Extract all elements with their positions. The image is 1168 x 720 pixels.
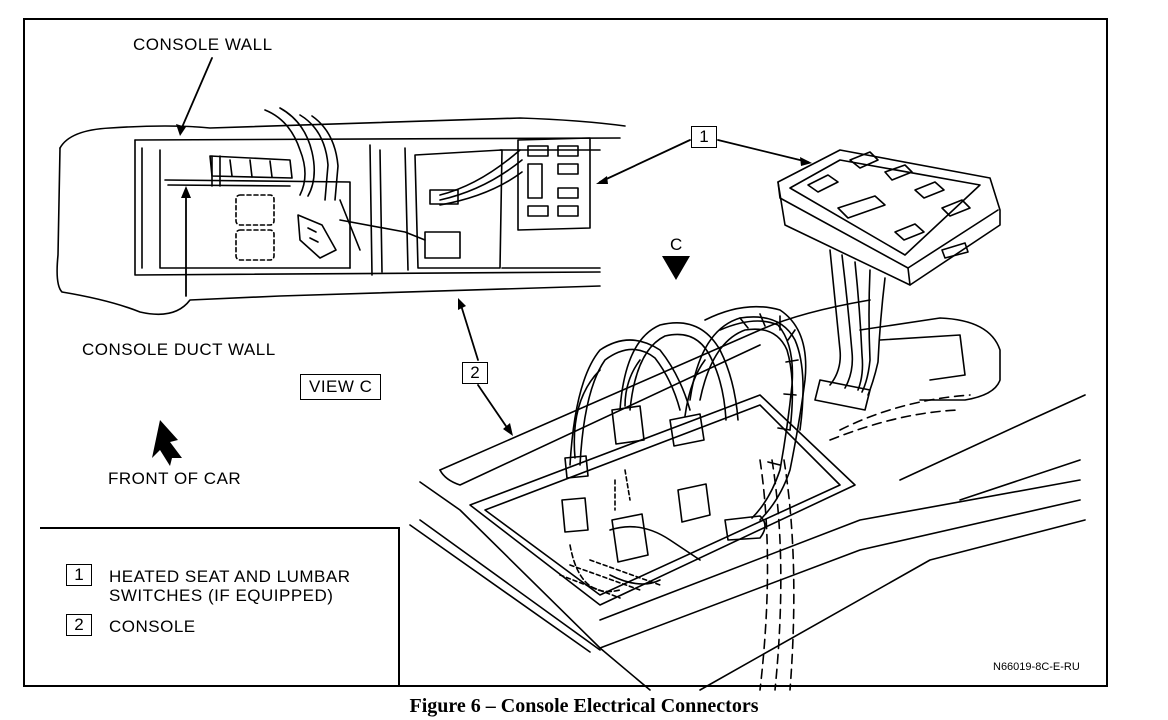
view-direction-arrow <box>662 256 690 280</box>
callout-1: 1 <box>691 126 717 148</box>
leader-lines <box>179 57 809 433</box>
view-c-wiring <box>209 107 523 259</box>
legend-text-1-line1: HEATED SEAT AND LUMBAR <box>109 567 351 586</box>
callout-2: 2 <box>462 362 488 384</box>
console-wall-label: CONSOLE WALL <box>133 35 273 54</box>
switch-module <box>777 149 1001 411</box>
view-c-console-outline <box>56 117 626 316</box>
legend-box <box>40 527 400 687</box>
connector-wires <box>573 359 706 459</box>
view-c-label: VIEW C <box>300 374 382 400</box>
front-of-car-arrow <box>152 420 182 466</box>
view-c-arrow-label: C <box>670 235 683 254</box>
view-c-duct-parts <box>235 194 337 261</box>
arrowheads <box>176 124 812 436</box>
figure-caption: Figure 6 – Console Electrical Connectors <box>409 695 759 717</box>
legend-text-2: CONSOLE <box>109 617 196 636</box>
diagram-frame <box>23 18 1108 687</box>
harness-loops <box>569 305 807 521</box>
legend-text-1-line2: SWITCHES (IF EQUIPPED) <box>109 586 334 605</box>
front-of-car-label: FRONT OF CAR <box>108 469 242 488</box>
console-body <box>409 299 1086 691</box>
figure-code: N66019-8C-E-RU <box>993 661 1080 673</box>
legend-number-2: 2 <box>66 614 92 636</box>
dashed-harness <box>759 394 971 691</box>
connectors <box>561 405 766 593</box>
console-duct-wall-label: CONSOLE DUCT WALL <box>82 340 276 359</box>
legend-number-1: 1 <box>66 564 92 586</box>
view-c-switch-panel <box>517 137 591 231</box>
